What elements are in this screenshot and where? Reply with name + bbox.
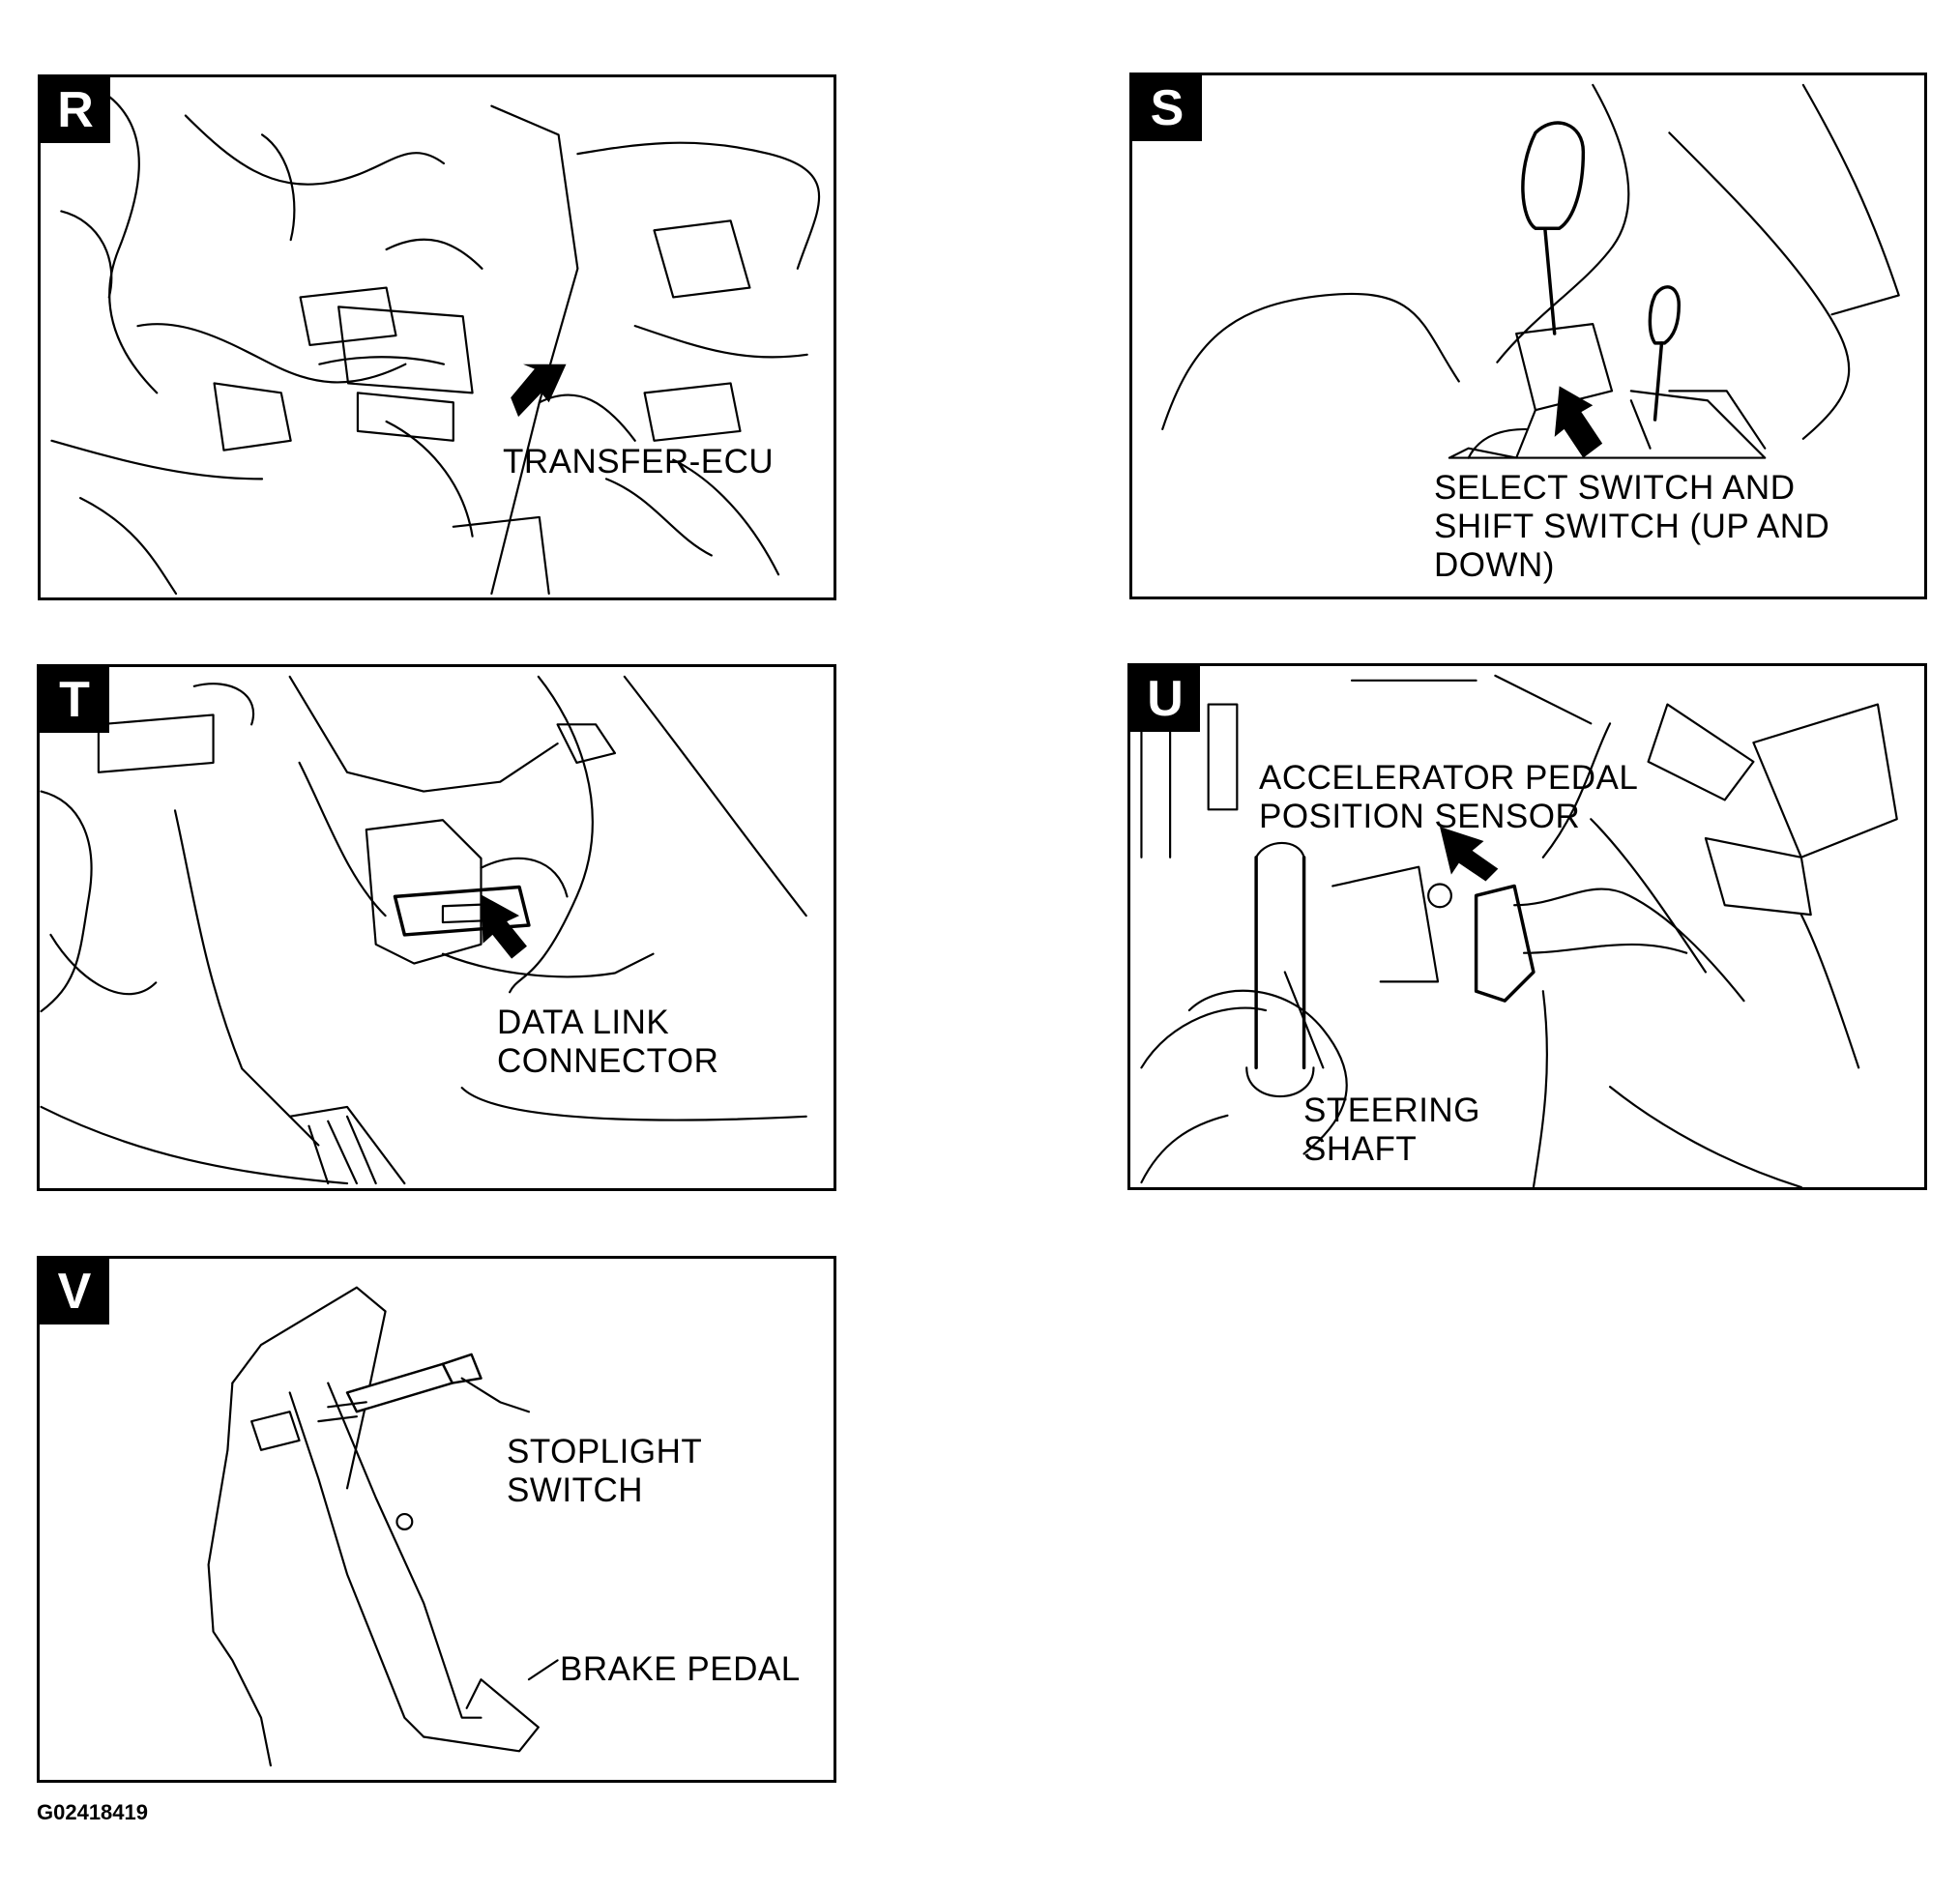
panel-u-badge: U [1130, 666, 1200, 732]
panel-r-badge: R [41, 77, 110, 143]
select-shift-switch-label: SELECT SWITCH AND SHIFT SWITCH (UP AND D… [1434, 469, 1830, 584]
panel-r: R TRANSFER-ECU [38, 74, 836, 600]
accelerator-sensor-illustration [1140, 674, 1898, 1187]
panel-v-badge: V [40, 1259, 109, 1324]
data-link-connector-illustration [40, 675, 807, 1185]
transfer-ecu-illustration [50, 95, 821, 596]
accelerator-pedal-sensor-label: ACCELERATOR PEDAL POSITION SENSOR [1259, 759, 1639, 835]
panel-v: V STOPLIGHT SWITCH BRAKE PEDAL [37, 1256, 836, 1783]
brake-pedal-label: BRAKE PEDAL [560, 1650, 801, 1688]
panel-t: T DATA LINK CONNECTOR [37, 664, 836, 1191]
steering-shaft-label: STEERING SHAFT [1303, 1092, 1480, 1168]
data-link-connector-label: DATA LINK CONNECTOR [497, 1004, 719, 1080]
transfer-ecu-label: TRANSFER-ECU [503, 443, 775, 480]
stoplight-switch-label: STOPLIGHT SWITCH [507, 1433, 703, 1509]
shift-lever-illustration [1161, 83, 1900, 459]
figure-id: G02418419 [37, 1800, 148, 1824]
panel-s-badge: S [1132, 75, 1202, 141]
brake-pedal-illustration [207, 1286, 559, 1767]
panel-t-badge: T [40, 667, 109, 733]
panel-s: S SELECT SWITCH AND SHIFT SWITCH (UP AND… [1129, 73, 1927, 599]
panel-u: U ACCELERATOR PEDAL POSITION SENSOR STEE… [1127, 663, 1927, 1190]
